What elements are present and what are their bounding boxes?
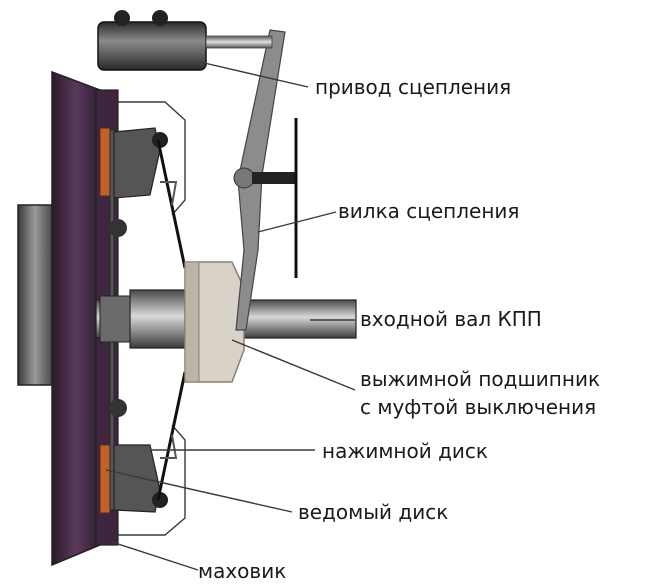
clutch-fork-shape [233,29,298,331]
label-input-shaft: входной вал КПП [360,307,542,331]
label-flywheel: маховик [198,559,286,583]
release-bearing-shape [184,261,245,383]
clutch-actuator-shape [97,10,273,71]
label-driven-disc: ведомый диск [298,500,448,524]
label-clutch-fork: вилка сцепления [338,199,519,223]
diaphragm-spring-shape [156,139,187,501]
label-release-bearing-line2: с муфтой выключения [360,395,596,419]
clutch-cover-shape [118,101,186,536]
label-clutch-drive: привод сцепления [315,75,511,99]
leader-lines [105,61,356,571]
label-pressure-plate: нажимной диск [322,439,488,463]
pressure-plate-shape [113,127,168,513]
label-release-bearing-line1: выжимной подшипник [360,367,600,391]
